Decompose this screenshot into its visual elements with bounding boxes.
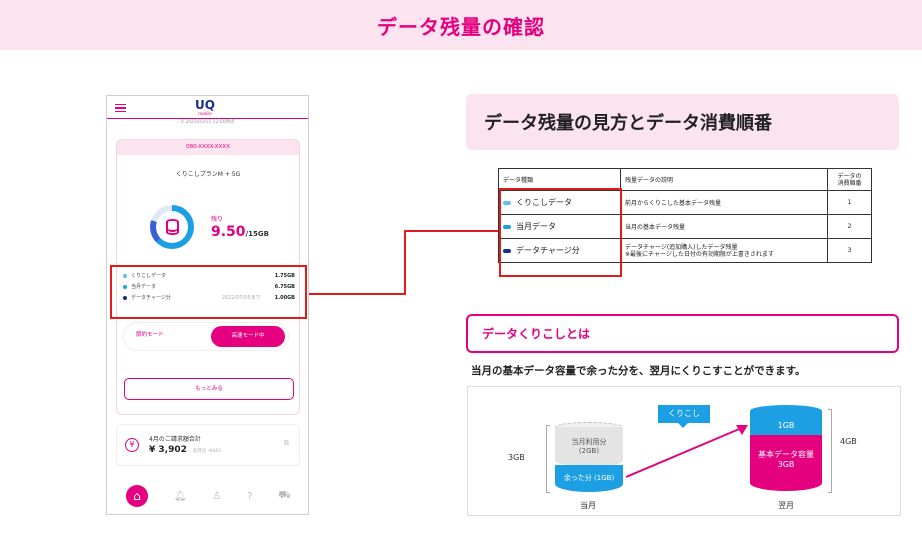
bill-title: 4月のご請求額合計 bbox=[149, 436, 201, 443]
carry-label: くりこし bbox=[658, 405, 710, 428]
left-total-label: 3GB bbox=[508, 453, 525, 462]
dot-icon bbox=[123, 273, 127, 278]
data-gauge bbox=[150, 205, 194, 249]
home-icon[interactable]: ⌂ bbox=[125, 485, 148, 507]
dot-icon bbox=[503, 248, 511, 253]
phone-number: 080-XXXX-XXXX bbox=[117, 140, 299, 155]
arrow-icon bbox=[625, 425, 748, 478]
table-row: データチャージ分 データチャージ(追加購入)したデータ残量 ※最後にチャージした… bbox=[498, 238, 872, 263]
table-row: くりこしデータ 前月からくりこした基本データ残量 1 bbox=[498, 190, 872, 215]
tab-bar: ⌂ 🔔︎ ♙ ? ⛟ bbox=[107, 478, 308, 514]
bracket bbox=[546, 425, 550, 493]
fast-mode-button[interactable]: 高速モード中 bbox=[211, 326, 285, 347]
list-item: 当月データ 6.75GB bbox=[123, 281, 295, 292]
leftover-segment: 余った分 (1GB) bbox=[555, 465, 623, 492]
next-month-label: 翌月 bbox=[778, 501, 794, 510]
connector-line bbox=[404, 230, 500, 232]
page-banner: データ残量の確認 bbox=[0, 0, 922, 50]
dot-icon bbox=[503, 224, 511, 229]
external-link-icon[interactable]: ⧉ bbox=[284, 439, 289, 447]
list-item: くりこしデータ 1.75GB bbox=[123, 270, 295, 281]
yen-icon: ¥ bbox=[125, 438, 139, 452]
base-segment: 基本データ容量 3GB bbox=[750, 435, 822, 491]
carryover-diagram: 3GB 当月利用分 (2GB) 余った分 (1GB) 当月 くりこし 1GB 基… bbox=[467, 386, 901, 516]
cart-icon[interactable]: ⛟ bbox=[278, 489, 292, 501]
breakdown-list: くりこしデータ 1.75GB 当月データ 6.75GB データチャージ分 202… bbox=[123, 270, 295, 303]
section-header: データ残量の見方とデータ消費順番 bbox=[466, 94, 899, 150]
data-table: データ種類 残量データの説明 データの 消費順番 くりこしデータ 前月からくりこ… bbox=[498, 168, 872, 263]
connector-line bbox=[309, 293, 406, 295]
list-item: データチャージ分 2022/07/05まで 1.00GB bbox=[123, 292, 295, 303]
dot-icon bbox=[123, 284, 127, 289]
this-month-label: 当月 bbox=[580, 501, 596, 510]
plan-name: くりこしプランM + 5G bbox=[175, 171, 241, 178]
dot-icon bbox=[123, 295, 127, 300]
table-header: 残量データの説明 bbox=[620, 168, 828, 191]
app-header: UQ mobile bbox=[107, 96, 308, 118]
data-card: 080-XXXX-XXXX くりこしプランM + 5G 残り 9.50/15GB… bbox=[116, 139, 300, 415]
mode-toggle[interactable]: 節約モード 高速モード中 bbox=[124, 323, 288, 350]
update-time: ⏱ 2022/03/15 12:00時点 bbox=[107, 118, 308, 127]
phone-mockup: UQ mobile ⏱ 2022/03/15 12:00時点 080-XXXX-… bbox=[106, 95, 309, 515]
bell-icon[interactable]: 🔔︎ bbox=[173, 490, 187, 502]
more-button[interactable]: もっとみる bbox=[124, 378, 294, 400]
remaining-value: 9.50/15GB bbox=[211, 224, 269, 240]
uq-logo: UQ mobile bbox=[195, 98, 215, 116]
menu-icon[interactable] bbox=[115, 104, 126, 112]
remaining-label: 残り bbox=[211, 216, 224, 223]
carried-segment: 1GB bbox=[750, 411, 822, 435]
connector-line bbox=[404, 230, 406, 295]
breakdown-highlight bbox=[110, 265, 307, 319]
section-title: データ残量の見方とデータ消費順番 bbox=[484, 113, 772, 134]
section-header: データくりこしとは bbox=[466, 314, 899, 353]
used-segment: 当月利用分 (2GB) bbox=[555, 427, 623, 465]
saving-mode-button[interactable]: 節約モード bbox=[136, 332, 164, 338]
help-icon[interactable]: ? bbox=[247, 490, 253, 502]
dot-icon bbox=[503, 200, 511, 205]
page-title: データ残量の確認 bbox=[377, 14, 545, 39]
type-highlight bbox=[499, 188, 622, 277]
right-total-label: 4GB bbox=[840, 437, 857, 446]
table-header: データの 消費順番 bbox=[827, 168, 872, 191]
bracket bbox=[828, 409, 832, 493]
section-title: データくりこしとは bbox=[482, 327, 591, 341]
section-description: 当月の基本データ容量で余った分を、翌月にくりこすことができます。 bbox=[471, 365, 806, 377]
user-icon[interactable]: ♙ bbox=[212, 490, 222, 502]
database-icon bbox=[166, 219, 179, 235]
